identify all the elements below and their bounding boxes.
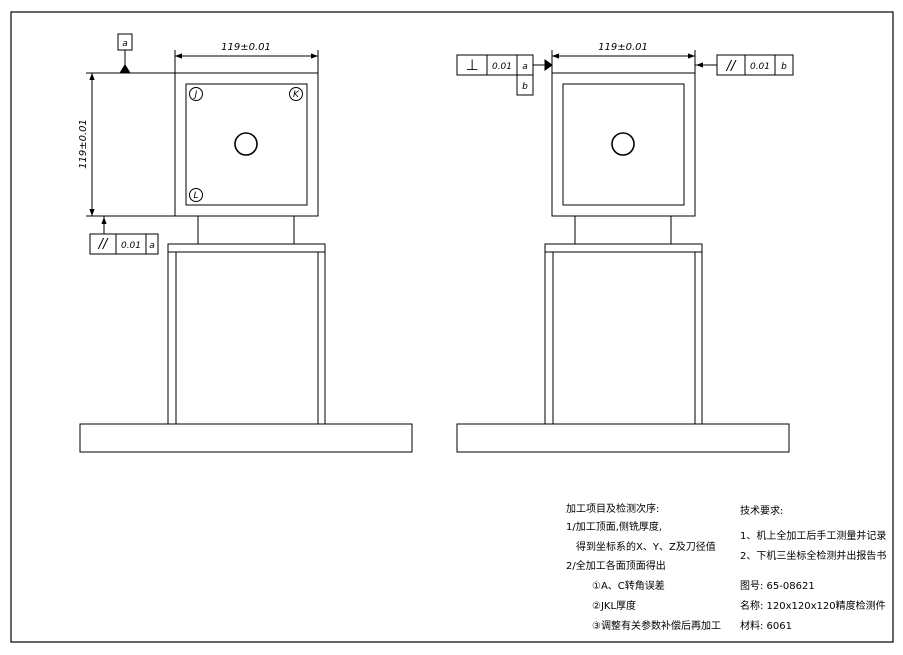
tech-title: 技术要求: xyxy=(740,504,783,517)
right-neck xyxy=(574,215,672,245)
process-step1-cont: 得到坐标系的X、Y、Z及刀径值 xyxy=(576,540,716,553)
corner-j-circle xyxy=(189,87,203,101)
process-step1: 1/加工顶面,侧铣厚度, xyxy=(566,520,662,533)
process-step2: 2/全加工各面顶面得出 xyxy=(566,559,666,572)
left-fcf-datum: a xyxy=(149,241,155,251)
right-parallel-tolerance: 0.01 xyxy=(750,62,770,72)
tech-req2: 2、下机三坐标全检测并出报告书 xyxy=(740,549,886,562)
left-view xyxy=(79,33,413,453)
corner-k-label: K xyxy=(293,90,300,100)
tech-req1: 1、机上全加工后手工测量并记录 xyxy=(740,529,886,542)
left-fcf-tolerance: 0.01 xyxy=(121,241,141,251)
left-neck xyxy=(197,215,295,245)
corner-j-label: J xyxy=(193,90,198,100)
technical-requirements: 技术要求: 1、机上全加工后手工测量并记录 2、下机三坐标全检测并出报告书 图号… xyxy=(740,504,886,632)
corner-l-label: L xyxy=(193,191,198,201)
left-column-outer xyxy=(167,243,326,425)
left-base xyxy=(79,423,413,453)
left-fcf-symbol: // xyxy=(98,237,109,252)
right-center-hole xyxy=(611,132,635,156)
process-sub2: ②JKL厚度 xyxy=(592,599,636,612)
left-height-dim: 119±0.01 xyxy=(78,119,89,169)
right-perp-symbol: ⊥ xyxy=(465,56,478,74)
left-width-dim: 119±0.01 xyxy=(221,42,271,53)
right-perp-datum: a xyxy=(522,62,528,72)
corner-l-circle xyxy=(189,188,203,202)
right-parallel-datum: b xyxy=(781,62,787,72)
right-cube-outer xyxy=(551,72,696,217)
corner-k-circle xyxy=(289,87,303,101)
right-column-outer xyxy=(544,243,703,425)
datum-a-label: a xyxy=(122,39,128,49)
right-perp-tolerance: 0.01 xyxy=(492,62,512,72)
left-center-hole xyxy=(234,132,258,156)
drawing-border xyxy=(10,11,894,643)
right-width-dim: 119±0.01 xyxy=(598,42,648,53)
left-cube-inner xyxy=(185,83,308,206)
right-view xyxy=(456,50,794,453)
process-sub3: ③调整有关参数补偿后再加工 xyxy=(592,619,721,632)
right-cube-inner xyxy=(562,83,685,206)
right-perp-datum-b-box xyxy=(516,74,534,96)
right-base xyxy=(456,423,790,453)
process-sub1: ①A、C转角误差 xyxy=(592,579,665,592)
left-parallel-fcf xyxy=(89,233,159,255)
process-title: 加工项目及检测次序: xyxy=(566,502,659,515)
right-parallel-symbol: // xyxy=(726,59,737,74)
part-name: 名称: 120x120x120精度检测件 xyxy=(740,599,886,612)
process-notes: 加工项目及检测次序: 1/加工顶面,侧铣厚度, 得到坐标系的X、Y、Z及刀径值 … xyxy=(566,502,721,632)
right-perp-datum-b: b xyxy=(522,82,528,92)
material: 材料: 6061 xyxy=(740,619,792,632)
drawing-number: 图号: 65-08621 xyxy=(740,580,815,592)
